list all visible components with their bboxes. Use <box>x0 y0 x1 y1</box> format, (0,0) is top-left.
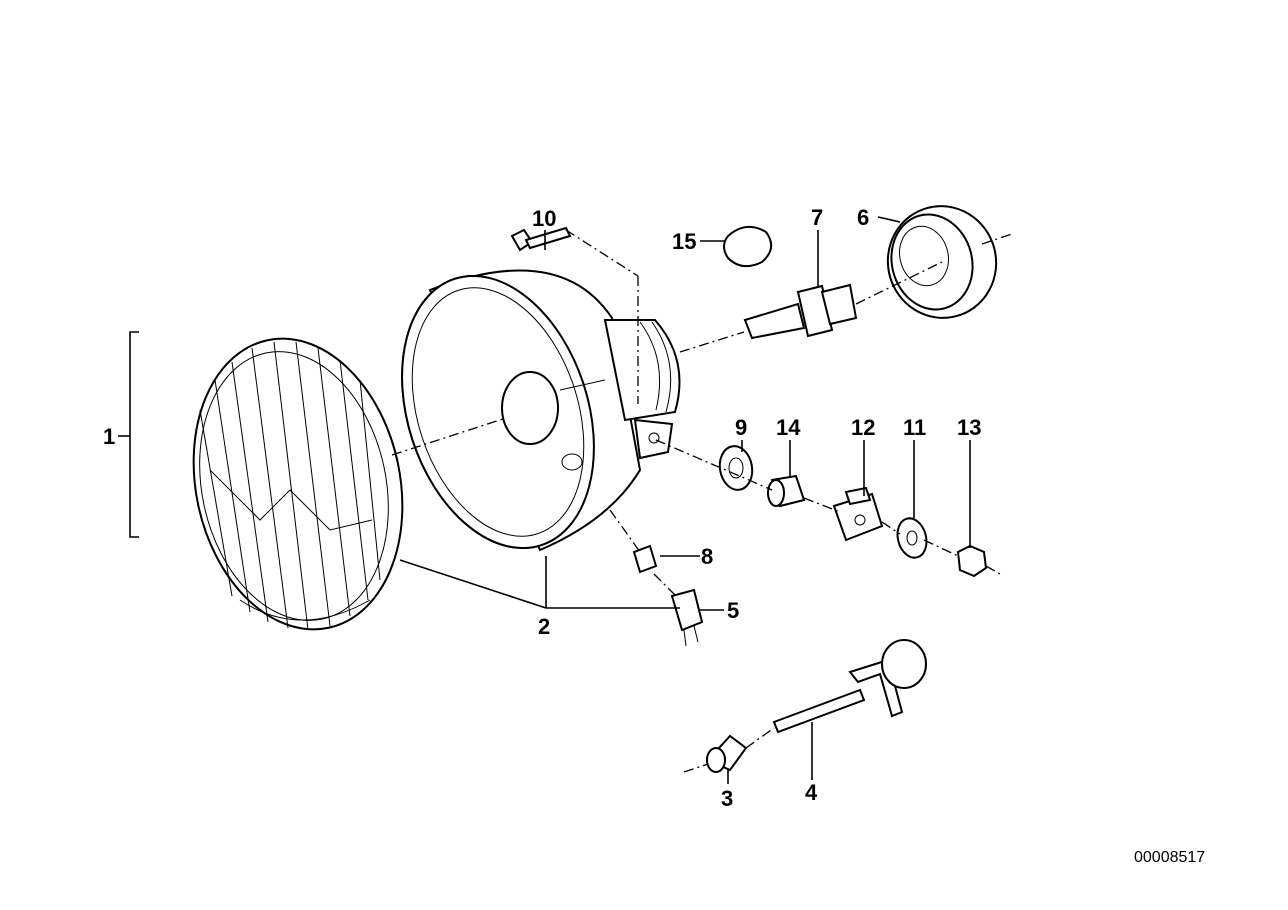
callout-labels: 1 2 3 4 5 6 7 8 9 10 11 12 13 14 15 <box>103 205 981 811</box>
flat-washer <box>896 517 928 559</box>
reflector-housing <box>401 269 681 552</box>
retaining-clip <box>723 225 773 268</box>
hex-screw <box>510 226 572 252</box>
assembly-bracket <box>118 331 139 538</box>
callout-14: 14 <box>776 415 801 440</box>
adjusting-screw <box>772 639 927 734</box>
callout-15: 15 <box>672 229 696 254</box>
callout-11: 11 <box>903 415 926 440</box>
callout-2: 2 <box>538 614 550 639</box>
callout-3: 3 <box>721 786 733 811</box>
callout-5: 5 <box>727 598 739 623</box>
spacer-sleeve <box>767 474 806 508</box>
callout-12: 12 <box>851 415 875 440</box>
leader-lines <box>399 216 971 784</box>
headlight-lens <box>192 337 404 631</box>
adjuster-cap <box>706 734 748 773</box>
halogen-bulb <box>743 283 858 340</box>
document-number: 00008517 <box>1134 849 1205 866</box>
callout-4: 4 <box>805 780 818 805</box>
assembly-lines <box>391 229 1013 773</box>
parking-bulb <box>632 544 658 574</box>
callout-1: 1 <box>103 424 115 449</box>
washer <box>718 445 754 491</box>
clip-nut <box>832 486 884 542</box>
callout-13: 13 <box>957 415 981 440</box>
callout-6: 6 <box>857 205 869 230</box>
bulb-socket <box>670 588 704 647</box>
hex-nut <box>956 544 988 578</box>
callout-8: 8 <box>701 544 713 569</box>
callout-9: 9 <box>735 415 747 440</box>
callout-7: 7 <box>811 205 823 230</box>
callout-10: 10 <box>532 206 556 231</box>
